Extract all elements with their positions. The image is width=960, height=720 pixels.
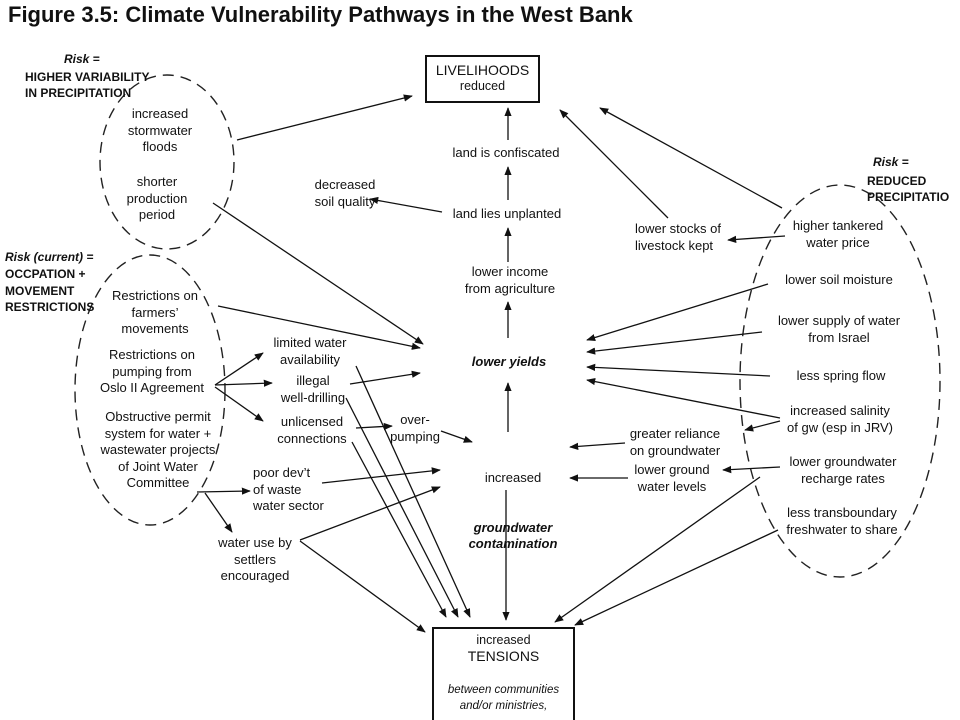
risk-precipitation-label: Risk = [873,155,909,169]
arrow-limited-water-to-tensions [355,365,471,618]
node-salinity: increased salinity of gw (esp in JRV) [787,403,893,435]
arrow-over-pumping-to-contamination [440,430,473,443]
contamination-label: groundwater contamination [468,519,558,552]
node-transboundary-freshwater: less transboundary freshwater to share [786,505,898,537]
arrow-recharge-to-levels [722,465,781,474]
arrow-tankered-to-stocks [727,235,786,244]
arrow-permit-to-settlers [204,492,233,533]
arrows [196,94,786,633]
arrow-spring-flow-to-yields [586,363,771,377]
arrow-supply-to-yields [586,331,763,355]
risk-occupation-boundary [74,254,226,526]
node-illegal-drilling: illegal well-drilling [280,373,346,405]
arrow-floods-to-livelihoods [236,94,413,141]
arrow-unplanted-to-soil-quality [369,196,443,213]
node-spring-flow: less spring flow [796,368,886,383]
node-lower-yields: lower yields [471,354,547,369]
tensions-detail: between communities and/or ministries, [447,684,560,712]
arrow-permit-to-waste-sector [196,487,251,495]
risk-occupation-label: Risk (current) = [5,250,94,264]
arrow-pumping-to-limited-water [214,352,264,386]
risk-variability-name: HIGHER VARIABILITY IN PRECIPITATION [25,70,150,100]
node-groundwater-reliance: greater reliance on groundwater [629,426,721,458]
tensions-title: TENSIONS [467,648,540,664]
livelihoods-title: LIVELIHOODS [435,62,530,78]
risk-precipitation-name: REDUCED PRECIPITATIO [867,174,950,204]
node-supply-from-israel: lower supply of water from Israel [777,313,901,345]
livelihoods-status: reduced [459,79,506,93]
node-settlers-water-use: water use by settlers encouraged [218,535,292,583]
node-groundwater-levels: lower ground water levels [634,462,710,494]
arrow-salinity-to-reliance [744,420,781,432]
risk-variability-label: Risk = [64,52,100,66]
node-pumping-restrictions: Restrictions on pumping from Oslo II Agr… [99,347,205,395]
node-tankered-water-price: higher tankered water price [792,218,884,250]
node-soil-moisture: lower soil moisture [785,272,893,287]
node-over-pumping: over- pumping [390,412,440,444]
arrow-pumping-to-unlicensed [214,386,264,422]
node-land-confiscated: land is confiscated [452,145,560,160]
node-limited-water: limited water availability [273,335,347,367]
node-lower-income: lower income from agriculture [464,264,556,296]
figure-title: Figure 3.5: Climate Vulnerability Pathwa… [8,2,633,27]
arrow-unlicensed-to-tensions [351,441,447,618]
node-obstructive-permit: Obstructive permit system for water + wa… [100,409,216,490]
arrow-illegal-drilling-to-yields [349,370,421,385]
arrow-tankered-to-livelihoods [599,107,783,209]
arrow-unlicensed-to-over-pumping [355,422,393,431]
tensions-prefix: increased [476,633,531,647]
risk-variability-boundary [99,74,235,250]
node-unlicensed-connections: unlicensed connections [277,414,347,446]
risk-occupation-name: OCCPATION + MOVEMENT RESTRICTIONS [5,267,95,314]
livelihoods-box: LIVELIHOODS reduced [425,55,540,103]
arrow-recharge-to-tensions [554,476,761,623]
node-shorter-production: shorter production period [126,174,188,222]
arrow-settlers-to-contamination [299,486,441,541]
node-recharge-rates: lower groundwater recharge rates [789,454,897,486]
arrow-soil-moisture-to-yields [586,283,769,342]
arrow-settlers-to-tensions [299,540,426,633]
risk-precipitation-boundary [739,184,941,578]
contamination-prefix: increased [484,470,542,485]
arrow-production-to-yields [212,202,424,345]
arrow-reliance-to-contamination [569,442,626,451]
node-groundwater-contamination: increased groundwater contamination [453,437,573,569]
node-waste-water-sector: poor dev’t of waste water sector [253,465,324,513]
tensions-box: increased TENSIONS between communities a… [432,627,575,720]
node-stormwater-floods: increased stormwater floods [127,106,193,154]
arrow-transboundary-to-tensions [574,529,779,626]
arrow-illegal-drilling-to-tensions [345,397,459,618]
node-movement-restrictions: Restrictions on farmers’ movements [112,288,198,336]
arrow-movements-to-yields [217,305,421,350]
node-soil-quality: decreased soil quality [314,177,376,209]
arrow-salinity-to-yields [586,378,781,419]
arrow-stocks-to-livelihoods [559,109,669,219]
node-livestock-stocks: lower stocks of livestock kept [635,221,721,253]
node-land-unplanted: land lies unplanted [452,206,562,221]
arrow-waste-sector-to-contamination [321,467,441,484]
arrow-pumping-to-illegal-drilling [214,379,273,387]
